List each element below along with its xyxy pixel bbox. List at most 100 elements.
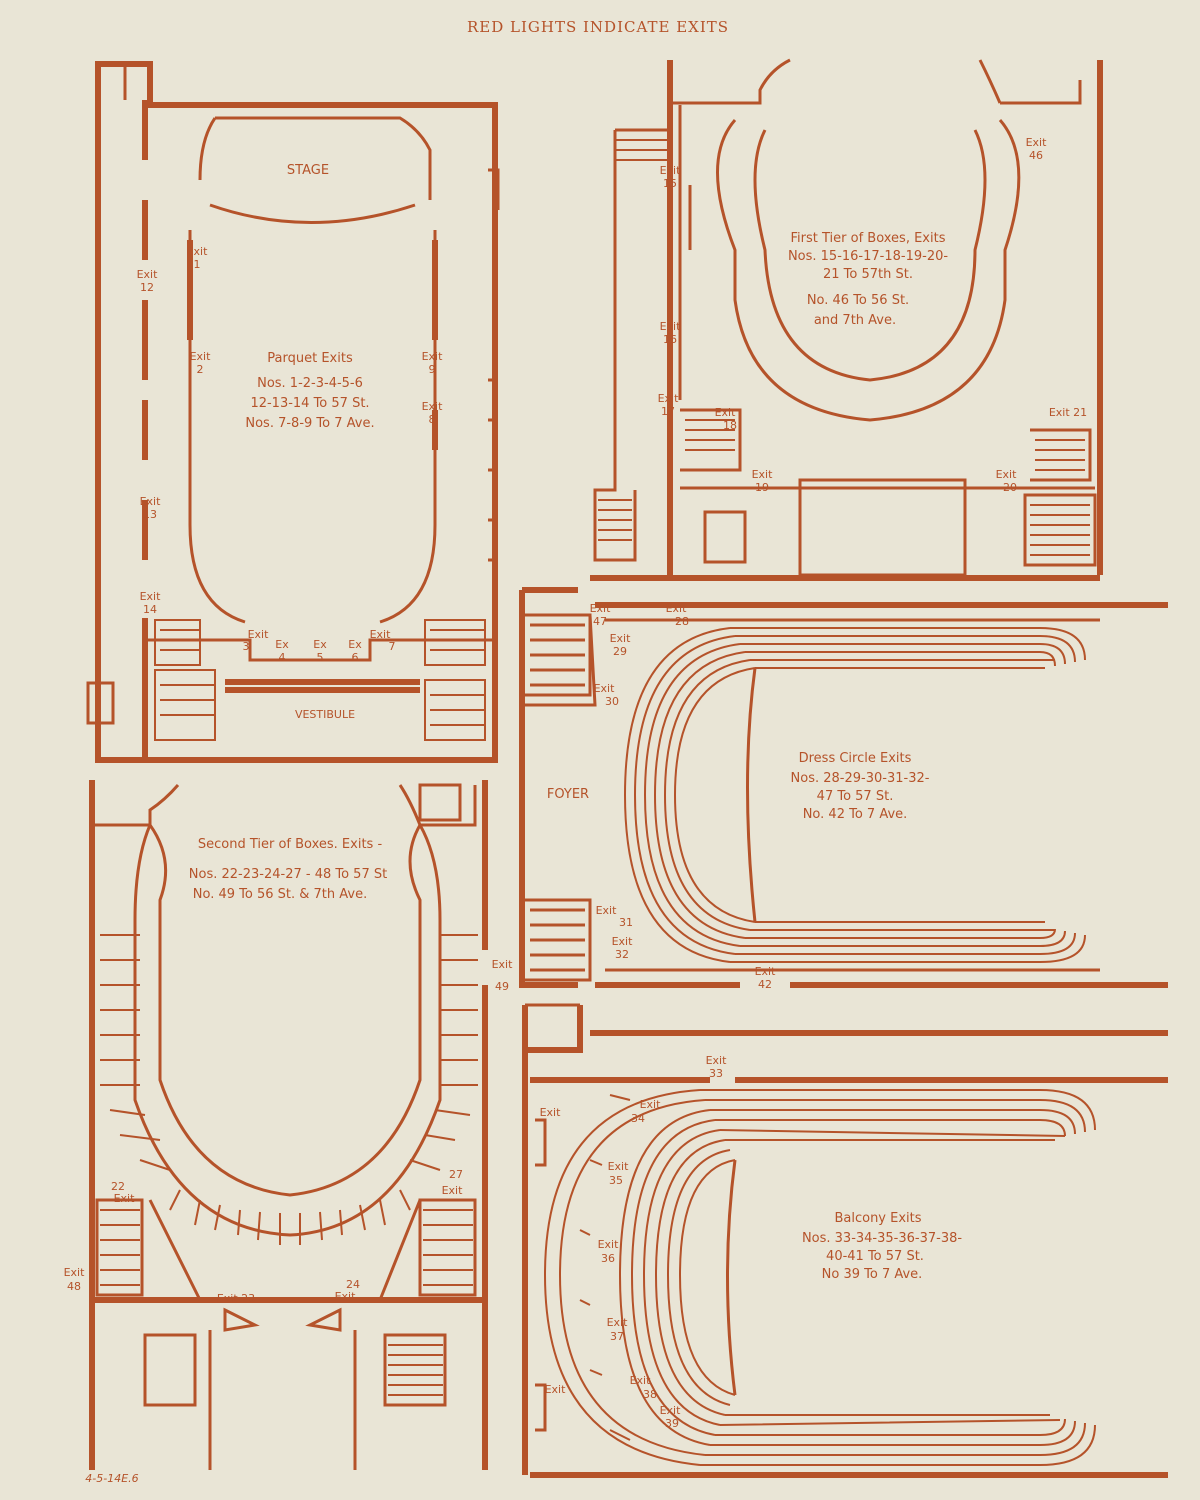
exit-label: Exit [608, 1160, 630, 1173]
exit-label: Exit [422, 400, 444, 413]
exit-label: Ex [275, 638, 289, 651]
exit-number: 14 [143, 603, 157, 616]
exit-number: 42 [758, 978, 772, 991]
dress-circle-exit-labels: Exit 47 Exit 28 Exit 29 Exit 30 Exit 31 … [590, 602, 777, 991]
exit-label: Exit [607, 1316, 629, 1329]
exit-number: 24 [346, 1278, 360, 1291]
exit-label: Exit [755, 965, 777, 978]
parquet-line-2: 12-13-14 To 57 St. [250, 396, 369, 411]
dress-circle-line-1: Nos. 28-29-30-31-32- [791, 771, 930, 786]
exit-label: Exit [660, 1404, 682, 1417]
exit-number: 33 [709, 1067, 723, 1080]
first-tier-line-5: and 7th Ave. [814, 313, 896, 328]
exit-number: 35 [609, 1174, 623, 1187]
first-tier-line-4: No. 46 To 56 St. [807, 293, 909, 308]
dress-circle-plan: FOYER Dress Circle Exits Nos. 28-29-30-3… [519, 587, 1168, 991]
exit-label: Exit [612, 935, 634, 948]
exit-number: 39 [665, 1417, 679, 1430]
exit-label: Exit [630, 1374, 652, 1387]
exit-label: Ex [313, 638, 327, 651]
second-tier-exit-labels: Exit 49 22 Exit 27 Exit Exit 48 Exit 23 … [64, 958, 514, 1305]
exit-number: 15 [663, 177, 677, 190]
exit-number: 29 [613, 645, 627, 658]
exit-number: 30 [605, 695, 619, 708]
exit-number: 48 [67, 1280, 81, 1293]
exit-label: Exit [114, 1192, 136, 1205]
box-partitions [100, 934, 478, 1245]
exit-label: Exit [640, 1098, 662, 1111]
foyer-label: FOYER [547, 787, 589, 802]
exit-number: 20 [1003, 481, 1017, 494]
exit-number: 3 [243, 640, 250, 653]
first-tier-line-2: Nos. 15-16-17-18-19-20- [788, 249, 948, 264]
exit-label: Exit [190, 350, 212, 363]
parquet-line-1: Nos. 1-2-3-4-5-6 [257, 376, 363, 391]
exit-label: Exit [140, 590, 162, 603]
first-tier-line-3: 21 To 57th St. [823, 267, 913, 282]
exit-label: Exit [370, 628, 392, 641]
dress-circle-line-3: No. 42 To 7 Ave. [803, 807, 908, 822]
exit-label: Exit [442, 1184, 464, 1197]
exit-label: Exit [540, 1106, 562, 1119]
first-tier-exit-labels: Exit 15 Exit 16 Exit 17 Exit 18 Exit 19 … [658, 136, 1088, 494]
exit-label: Exit [666, 602, 688, 615]
exit-label: Exit [140, 495, 162, 508]
balcony-heading: Balcony Exits [834, 1211, 921, 1226]
exit-number: 49 [495, 980, 509, 993]
exit-number: 19 [755, 481, 769, 494]
parquet-plan: STAGE VESTIBULE Parquet Exits Nos. 1-2-3… [86, 61, 500, 763]
exit-number: 31 [619, 916, 633, 929]
first-tier-line-1: First Tier of Boxes, Exits [791, 231, 946, 246]
second-tier-line-1: Second Tier of Boxes. Exits - [198, 837, 383, 852]
second-tier-plan: Second Tier of Boxes. Exits - Nos. 22-23… [64, 780, 514, 1470]
dress-circle-line-2: 47 To 57 St. [817, 789, 894, 804]
exit-label: Exit [187, 245, 209, 258]
exit-number: 13 [143, 508, 157, 521]
balcony-line-2: 40-41 To 57 St. [826, 1249, 924, 1264]
exit-label: Exit [596, 904, 618, 917]
exit-number: 38 [643, 1388, 657, 1401]
parquet-heading: Parquet Exits [267, 351, 353, 366]
exit-number: 5 [317, 651, 324, 664]
exit-label: Exit [594, 682, 616, 695]
balcony-plan: Balcony Exits Nos. 33-34-35-36-37-38- 40… [522, 1003, 1168, 1478]
exit-number: 34 [631, 1112, 645, 1125]
exit-label: Exit [715, 406, 737, 419]
exit-label: Exit [422, 350, 444, 363]
exit-label: Exit [752, 468, 774, 481]
parquet-line-3: Nos. 7-8-9 To 7 Ave. [245, 416, 374, 431]
exit-number: 36 [601, 1252, 615, 1265]
exit-label: Exit [996, 468, 1018, 481]
exit-label: Exit [137, 268, 159, 281]
balcony-line-1: Nos. 33-34-35-36-37-38- [802, 1231, 962, 1246]
exit-number: 6 [352, 651, 359, 664]
exit-number: 8 [429, 413, 436, 426]
page-header: RED LIGHTS INDICATE EXITS [467, 18, 729, 36]
exit-label: Exit 23 [217, 1292, 255, 1305]
balcony-exit-labels: Exit 33 Exit Exit 34 Exit 35 Exit 36 Exi… [540, 1054, 728, 1430]
exit-number: 4 [279, 651, 286, 664]
exit-label: Exit [248, 628, 270, 641]
parquet-exit-labels: Exit 1 Exit 2 Exit 12 Exit 13 Exit 14 Ex… [137, 245, 444, 664]
exit-number: 18 [723, 419, 737, 432]
exit-label: Exit [598, 1238, 620, 1251]
exit-label: Exit [335, 1290, 357, 1303]
exit-number: 2 [197, 363, 204, 376]
exit-number: 28 [675, 615, 689, 628]
exit-number: 17 [661, 405, 675, 418]
exit-label: Exit [660, 320, 682, 333]
balcony-line-3: No 39 To 7 Ave. [822, 1267, 923, 1282]
exit-label: Exit [492, 958, 514, 971]
exit-label: Exit [64, 1266, 86, 1279]
exit-label: Exit [658, 392, 680, 405]
exit-label: Exit [545, 1383, 567, 1396]
exit-label: Exit [660, 164, 682, 177]
exit-number: 9 [429, 363, 436, 376]
exit-number: 22 [111, 1180, 125, 1193]
exit-label: Exit [610, 632, 632, 645]
exit-number: 12 [140, 281, 154, 294]
exit-label: Exit [590, 602, 612, 615]
second-tier-line-2: Nos. 22-23-24-27 - 48 To 57 St [189, 867, 387, 882]
exit-number: 46 [1029, 149, 1043, 162]
